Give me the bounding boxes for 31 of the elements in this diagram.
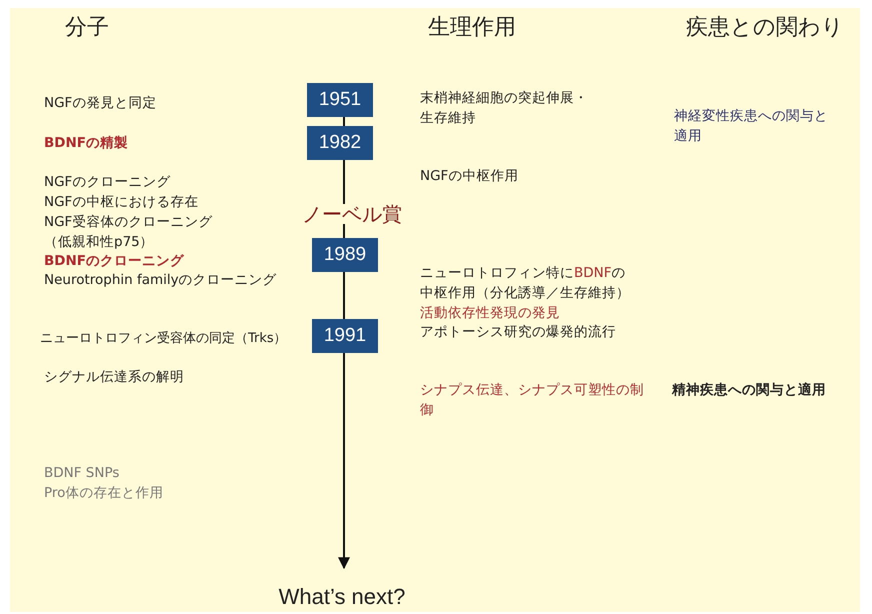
timeline-note: Pro体の存在と作用	[44, 484, 164, 503]
timeline-note: アポトーシス研究の爆発的流行	[420, 323, 616, 342]
timeline-note: 末梢神経細胞の突起伸展・生存維持	[420, 89, 589, 128]
year-box: 1951	[307, 83, 373, 117]
timeline-arrow	[338, 353, 350, 570]
timeline-note: NGFの発見と同定	[44, 94, 156, 113]
timeline-line	[343, 117, 345, 126]
timeline-line	[343, 272, 345, 319]
timeline-note: NGFのクローニング	[44, 173, 170, 192]
column-heading: 分子	[65, 18, 109, 38]
award-label: ノーベル賞	[302, 204, 402, 224]
timeline-note: NGFの中枢における存在	[44, 193, 198, 212]
timeline-note: BDNFのクローニング	[44, 252, 184, 271]
timeline-note: シナプス伝達、シナプス可塑性の制御	[420, 381, 645, 420]
timeline-note: 活動依存性発現の発見	[420, 304, 560, 323]
timeline-note: Neurotrophin familyのクローニング	[44, 271, 277, 290]
timeline-note: NGF受容体のクローニング（低親和性p75）	[44, 213, 214, 252]
timeline-note: NGFの中枢作用	[420, 167, 518, 186]
timeline-note: BDNFの精製	[44, 134, 128, 153]
timeline-note: 精神疾患への関与と適用	[672, 381, 826, 400]
timeline-note: 神経変性疾患への関与と適用	[674, 107, 829, 146]
year-box: 1989	[312, 238, 378, 272]
timeline-note: ニューロトロフィン特にBDNFの中枢作用（分化誘導／生存維持）	[420, 264, 631, 303]
column-heading: 疾患との関わり	[686, 18, 844, 38]
timeline-note: シグナル伝達系の解明	[44, 368, 184, 387]
column-heading: 生理作用	[428, 18, 516, 38]
year-box: 1982	[307, 126, 373, 160]
question-text: What’s next?	[262, 582, 422, 612]
year-box: 1991	[312, 319, 378, 353]
timeline-note: ニューロトロフィン受容体の同定（Trks）	[40, 330, 287, 348]
timeline-note: BDNF SNPs	[44, 464, 120, 483]
